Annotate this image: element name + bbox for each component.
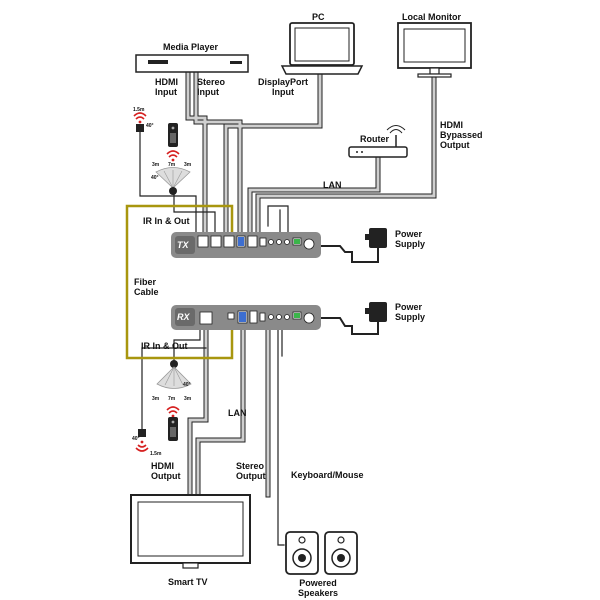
pc-label: PC bbox=[312, 12, 325, 22]
ir-bottom-fan-angle: 40° bbox=[183, 382, 191, 388]
ir-equipment-top bbox=[133, 112, 191, 195]
local-monitor-label: Local Monitor bbox=[402, 12, 461, 22]
ir-top-fan-right: 3m bbox=[184, 162, 192, 168]
router-label: Router bbox=[360, 134, 389, 144]
smart-tv bbox=[130, 494, 251, 569]
powered-speakers bbox=[285, 531, 358, 575]
router bbox=[348, 125, 408, 158]
cables bbox=[139, 69, 437, 546]
ir-bottom-angle: 40° bbox=[132, 436, 140, 442]
tx-tag: TX bbox=[177, 240, 189, 250]
media-player-label: Media Player bbox=[163, 42, 219, 52]
media-player bbox=[135, 54, 249, 73]
lan-top-label: LAN bbox=[323, 180, 342, 190]
rx-tag: RX bbox=[177, 312, 190, 322]
ir-top-fan-angle: 40° bbox=[151, 175, 159, 181]
keyboard-mouse-label: Keyboard/Mouse bbox=[291, 470, 364, 480]
ir-top-angle: 40° bbox=[146, 123, 154, 129]
ir-bottom-fan-left: 3m bbox=[152, 396, 160, 402]
ir-top-distance: 1.5m bbox=[133, 107, 145, 113]
power-supply-rx bbox=[365, 302, 387, 322]
rx-unit bbox=[171, 305, 321, 330]
fiber-cable bbox=[125, 204, 234, 360]
ir-in-out-bottom-label: IR In & Out bbox=[141, 341, 188, 351]
ir-top-fan-center: 7m bbox=[168, 162, 176, 168]
ir-bottom-fan-right: 3m bbox=[184, 396, 192, 402]
smart-tv-label: Smart TV bbox=[168, 577, 208, 587]
tx-unit bbox=[171, 232, 321, 258]
pc-laptop bbox=[280, 22, 364, 75]
ir-top-fan-left: 3m bbox=[152, 162, 160, 168]
ir-in-out-top-label: IR In & Out bbox=[143, 216, 190, 226]
ir-bottom-fan-center: 7m bbox=[168, 396, 176, 402]
ir-equipment-bottom bbox=[135, 360, 192, 452]
power-cables bbox=[318, 245, 379, 335]
lan-bottom-label: LAN bbox=[228, 408, 247, 418]
local-monitor bbox=[397, 22, 472, 78]
power-supply-tx bbox=[365, 228, 387, 248]
ir-bottom-distance: 1.5m bbox=[150, 451, 162, 457]
